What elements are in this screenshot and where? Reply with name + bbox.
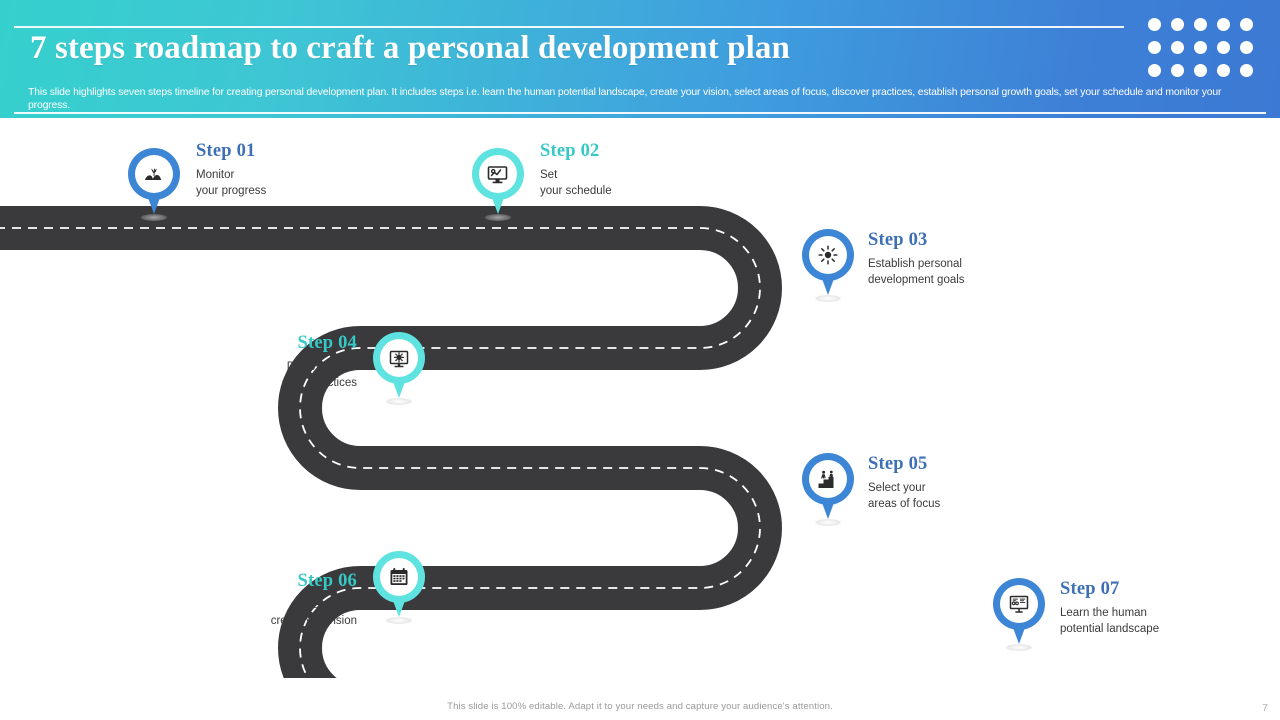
- step-marker-step-07[interactable]: [993, 578, 1045, 651]
- step-marker-step-02[interactable]: [472, 148, 524, 221]
- step-label-step-03: Step 03 Establish personal development g…: [868, 230, 965, 288]
- page-subtitle: This slide highlights seven steps timeli…: [28, 87, 1222, 111]
- step-description: Learn the human potential landscape: [1060, 607, 1160, 635]
- step-label-step-04: Step 04 Discover your practices: [215, 333, 357, 391]
- pin-icon-disc: [809, 236, 847, 274]
- pin-shadow: [386, 617, 412, 624]
- header-divider-top: [14, 26, 1124, 28]
- step-title: Step 07: [1060, 579, 1120, 599]
- dot-grid-icon: [1148, 18, 1258, 82]
- step-title: Step 01: [196, 141, 256, 161]
- step-marker-step-05[interactable]: [802, 453, 854, 526]
- pin-shadow: [815, 519, 841, 526]
- pin-shadow: [485, 214, 511, 221]
- step-label-step-07: Step 07 Learn the human potential landsc…: [1060, 579, 1159, 637]
- step-description: Dream and create you vision: [270, 599, 357, 627]
- seedling-growth-icon: [145, 168, 162, 180]
- step-label-step-02: Step 02 Set your schedule: [540, 141, 612, 199]
- step-marker-step-04[interactable]: [373, 332, 425, 405]
- pin-icon-disc: [380, 339, 418, 377]
- gear-presentation-icon: [389, 350, 409, 368]
- step-title: Step 03: [868, 230, 928, 250]
- step-marker-step-03[interactable]: [802, 229, 854, 302]
- step-label-step-05: Step 05 Select your areas of focus: [868, 454, 940, 512]
- slide-header: 7 steps roadmap to craft a personal deve…: [0, 0, 1280, 118]
- step-description: Set your schedule: [540, 169, 612, 197]
- pin-icon-disc: [1000, 585, 1038, 623]
- person-podium-icon: [818, 470, 834, 488]
- step-title: Step 04: [297, 333, 357, 353]
- header-divider-bottom: [14, 112, 1266, 114]
- roadmap-path: [0, 118, 1280, 720]
- step-marker-step-06[interactable]: [373, 551, 425, 624]
- road-centre-line: [0, 227, 1280, 709]
- step-title: Step 05: [868, 454, 928, 474]
- pin-shadow: [141, 214, 167, 221]
- road-svg: [0, 206, 1280, 720]
- step-title: Step 06: [297, 571, 357, 591]
- footer-note: This slide is 100% editable. Adapt it to…: [447, 701, 833, 712]
- pin-shadow: [1006, 644, 1032, 651]
- step-description: Monitor your progress: [196, 169, 267, 197]
- step-description: Discover your practices: [286, 361, 357, 389]
- step-marker-step-01[interactable]: [128, 148, 180, 221]
- step-description: Select your areas of focus: [868, 482, 941, 510]
- pin-icon-disc: [380, 558, 418, 596]
- step-label-step-01: Step 01 Monitor your progress: [196, 141, 266, 199]
- step-description: Establish personal development goals: [868, 258, 965, 286]
- pin-icon-disc: [479, 155, 517, 193]
- step-label-step-06: Step 06 Dream and create you vision: [215, 571, 357, 629]
- pin-shadow: [815, 295, 841, 302]
- whiteboard-presentation-icon: [1009, 595, 1029, 613]
- pin-icon-disc: [809, 460, 847, 498]
- sun-brightness-icon: [818, 245, 838, 265]
- monitor-chart-icon: [487, 166, 508, 184]
- pin-shadow: [386, 398, 412, 405]
- pin-icon-disc: [135, 155, 173, 193]
- page-number: 7: [1262, 702, 1268, 714]
- calendar-icon: [390, 568, 408, 585]
- step-title: Step 02: [540, 141, 600, 161]
- page-title: 7 steps roadmap to craft a personal deve…: [30, 30, 790, 66]
